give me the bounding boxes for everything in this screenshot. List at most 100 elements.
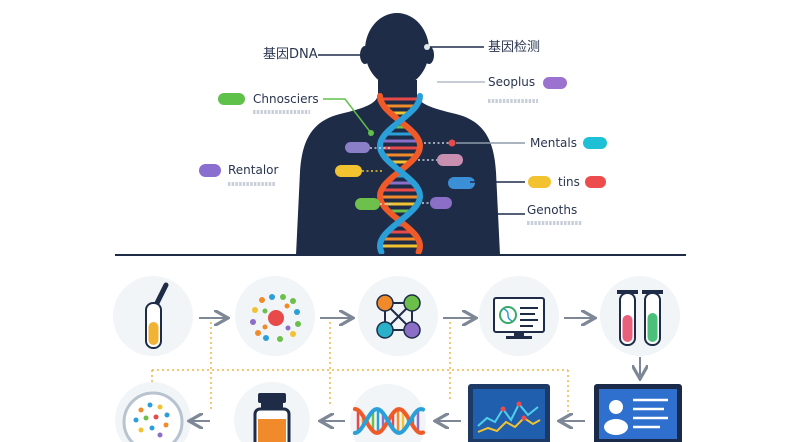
- icon-background: [600, 276, 680, 356]
- cell-dot: [250, 319, 256, 325]
- chart-line-cyan: [477, 402, 539, 427]
- monitor-frame: [493, 297, 545, 333]
- culture-dot: [164, 412, 170, 418]
- dropper: [154, 282, 169, 306]
- label-gene-test: 基因检测: [488, 40, 540, 55]
- chnosciers-callout-line: [323, 98, 372, 134]
- chart-point: [500, 406, 506, 412]
- culture-dot: [143, 415, 149, 421]
- cell-cluster-icon: [250, 294, 301, 342]
- molecule-network-icon: [376, 294, 421, 339]
- rentalor-pill: [199, 164, 221, 177]
- cell-nucleus: [268, 310, 284, 326]
- culture-dot: [157, 432, 163, 438]
- tins-pill-yellow: [528, 176, 551, 188]
- person-head: [609, 400, 623, 414]
- person-icon: [604, 400, 628, 435]
- tins-pill-red: [585, 176, 606, 188]
- marker-pill-violet: [430, 197, 452, 209]
- callout-lines: [318, 44, 525, 215]
- cell-dot: [263, 335, 269, 341]
- label-rentalor: Rentalor: [228, 163, 279, 177]
- chnosciers-pill: [218, 93, 245, 105]
- bottle-contents: [258, 419, 286, 442]
- seoplus-pill: [543, 77, 567, 89]
- cell-dot: [277, 336, 283, 342]
- workflow-row-2: [115, 382, 682, 442]
- cell-dot: [252, 307, 258, 313]
- labels: 基因DNA 基因检测 Seoplus Chnosciers Rentalor M…: [228, 40, 582, 225]
- marker-pill-blue: [448, 177, 475, 189]
- culture-dot: [163, 422, 169, 428]
- dna-strand-b: [376, 93, 424, 255]
- culture-dot: [147, 402, 153, 408]
- tube-liquid: [148, 322, 159, 345]
- marker-pill-pink: [437, 154, 463, 166]
- tube-liquid-pink: [622, 315, 633, 342]
- label-mentals: Mentals: [530, 136, 577, 150]
- dna-helix: [376, 93, 424, 255]
- network-node: [376, 294, 394, 312]
- monitor-screen: [473, 389, 545, 439]
- cell-dot: [290, 331, 296, 337]
- marker-pill-yellow: [335, 165, 362, 177]
- monitor-stand: [506, 336, 532, 339]
- test-tube-icon: [145, 282, 169, 349]
- label-dna: 基因DNA: [263, 47, 318, 62]
- chnosciers-callout-dot: [368, 130, 374, 136]
- profile-monitor-icon: [594, 384, 682, 442]
- network-node: [403, 294, 421, 312]
- culture-dot: [157, 404, 163, 410]
- mentals-pill: [583, 137, 607, 149]
- workflow-row-1: [113, 276, 680, 377]
- test-tubes-icon: [617, 290, 663, 346]
- marker-pill-purple: [345, 142, 370, 153]
- marker-pill-green: [355, 198, 380, 210]
- monitor-neck: [514, 332, 524, 336]
- bottle-neck: [261, 403, 283, 409]
- chart-line-yellow: [477, 416, 541, 433]
- petri-dish-icon: [122, 391, 184, 442]
- cell-dot: [255, 330, 261, 336]
- cell-dot: [284, 303, 290, 309]
- culture-dot: [138, 427, 144, 433]
- cell-dot: [290, 298, 296, 304]
- chart-point: [521, 415, 527, 421]
- cell-dot: [280, 294, 286, 300]
- label-tins: tins: [558, 175, 580, 189]
- culture-dot: [149, 425, 155, 431]
- body-markers: [335, 142, 475, 210]
- mentals-callout-dot: [448, 139, 456, 147]
- monitor-dna-icon: [493, 297, 545, 339]
- bottle-cap: [258, 393, 286, 403]
- cell-dot: [262, 308, 268, 314]
- dna-badge-strand: [503, 308, 513, 322]
- tube-liquid-green: [647, 313, 658, 342]
- gene-test-callout-dot: [424, 44, 430, 50]
- cell-dot: [259, 297, 265, 303]
- cell-dot: [295, 321, 301, 327]
- label-seoplus: Seoplus: [488, 75, 535, 89]
- dish: [122, 391, 184, 442]
- label-chnosciers: Chnosciers: [253, 92, 319, 106]
- label-genoths: Genoths: [527, 203, 577, 217]
- dna-badge: [499, 306, 517, 324]
- culture-dot: [138, 407, 144, 413]
- culture-dot: [153, 414, 159, 420]
- sample-bottle-icon: [253, 393, 291, 442]
- cell-dot: [269, 294, 275, 300]
- dna-strand-b: [353, 406, 425, 436]
- label-pills: [199, 77, 607, 188]
- right-ear: [424, 46, 434, 64]
- network-node: [403, 321, 421, 339]
- culture-dot: [133, 417, 139, 423]
- person-body: [604, 419, 628, 435]
- chart-point: [516, 401, 522, 407]
- monitor-chart-icon: [468, 384, 550, 442]
- dna-helix-icon: [353, 406, 425, 436]
- cell-dot: [294, 309, 300, 315]
- cell-dot: [262, 324, 268, 330]
- head: [365, 13, 429, 87]
- network-node: [376, 321, 394, 339]
